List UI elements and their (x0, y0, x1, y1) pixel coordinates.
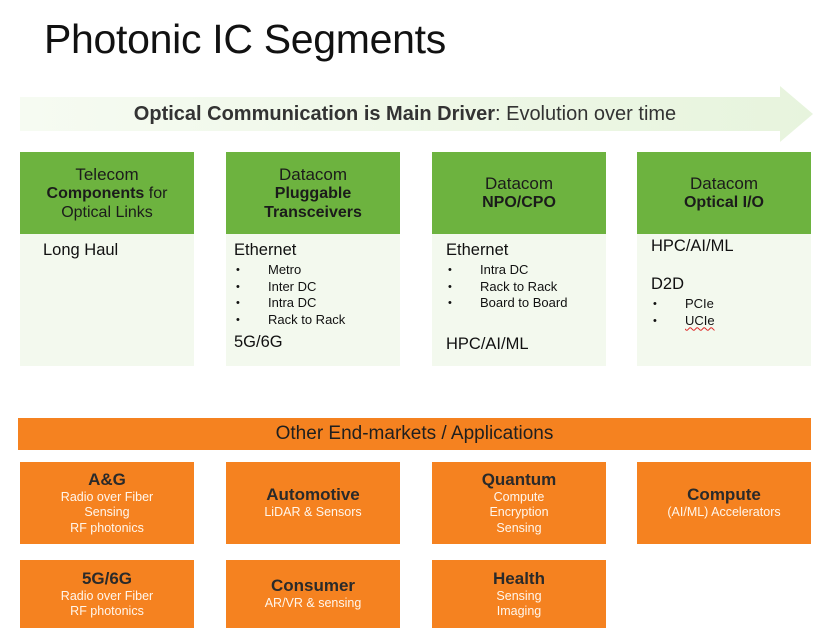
segment-name: Optical I/O (683, 194, 764, 211)
segment-header: Datacom Pluggable Transceivers (226, 152, 400, 234)
segment-application: HPC/AI/ML (651, 237, 734, 255)
market-consumer: Consumer AR/VR & sensing (226, 560, 400, 628)
evolution-arrow: Optical Communication is Main Driver: Ev… (20, 86, 813, 142)
arrow-shape (20, 86, 813, 142)
segment-body: Long Haul (20, 234, 194, 366)
market-title: 5G/6G (81, 568, 133, 588)
market-title: Health (493, 568, 545, 588)
segment-category: Datacom (278, 164, 348, 184)
market-detail: Encryption (489, 505, 549, 520)
market-detail: AR/VR & sensing (264, 596, 362, 611)
market-detail: Radio over Fiber (60, 588, 154, 603)
segment-optical-io: Datacom Optical I/O HPC/AI/ML D2D PCIe U… (637, 152, 811, 366)
driver-text: Optical Communication is Main Driver: Ev… (20, 86, 790, 142)
market-detail: (AI/ML) Accelerators (667, 505, 781, 520)
segment-application: D2D (651, 275, 685, 293)
segment-application: Ethernet (234, 241, 297, 259)
segment-category: Datacom (484, 174, 554, 193)
market-compute: Compute (AI/ML) Accelerators (637, 462, 811, 544)
market-quantum: Quantum Compute Encryption Sensing (432, 462, 606, 544)
segment-name-suffix: for (144, 184, 168, 202)
segment-category: Datacom (689, 174, 759, 193)
segment-category: Telecom (75, 164, 139, 184)
market-detail: LiDAR & Sensors (264, 505, 362, 520)
list-item-text: UCIe (685, 312, 715, 328)
segment-pluggable: Datacom Pluggable Transceivers Ethernet … (226, 152, 400, 366)
bullet-list: Intra DC Rack to Rack Board to Board (446, 262, 598, 312)
segment-header: Datacom NPO/CPO (432, 152, 606, 234)
list-item: Board to Board (446, 295, 598, 312)
list-item: UCIe (651, 313, 803, 330)
market-title: Quantum (481, 469, 557, 489)
list-item: Rack to Rack (446, 279, 598, 296)
segment-npo-cpo: Datacom NPO/CPO Ethernet Intra DC Rack t… (432, 152, 606, 366)
segment-body: Ethernet Intra DC Rack to Rack Board to … (432, 234, 606, 366)
segment-application: Ethernet (446, 241, 509, 259)
segment-application: 5G/6G (234, 333, 283, 351)
market-detail: RF photonics (70, 604, 144, 618)
segment-name-line2: Transceivers (264, 203, 362, 221)
market-ag: A&G Radio over Fiber Sensing RF photonic… (20, 462, 194, 544)
market-5g6g: 5G/6G Radio over Fiber RF photonics (20, 560, 194, 628)
segment-application: Long Haul (43, 241, 119, 259)
segment-name: NPO/CPO (482, 194, 556, 211)
segment-name: Pluggable (274, 184, 352, 202)
page-title: Photonic IC Segments (44, 16, 446, 62)
driver-rest: : Evolution over time (494, 102, 677, 125)
driver-bold: Optical Communication is Main Driver (133, 102, 495, 125)
segment-name: Components (46, 184, 145, 202)
market-detail: Imaging (496, 604, 542, 618)
market-detail: Sensing (496, 520, 542, 535)
list-item: Intra DC (446, 262, 598, 279)
list-item: Rack to Rack (234, 312, 392, 329)
bullet-list: PCIe UCIe (651, 296, 803, 329)
market-detail: RF photonics (70, 520, 144, 535)
market-detail: Sensing (496, 588, 542, 603)
market-health: Health Sensing Imaging (432, 560, 606, 628)
end-markets-banner: Other End-markets / Applications (18, 418, 811, 450)
market-title: Compute (687, 485, 761, 505)
market-title: Automotive (266, 485, 360, 505)
list-item: PCIe (651, 296, 803, 313)
segment-telecom: Telecom Components for Optical Links Lon… (20, 152, 194, 366)
market-automotive: Automotive LiDAR & Sensors (226, 462, 400, 544)
market-detail: Radio over Fiber (60, 489, 154, 504)
segment-subname: Optical Links (61, 203, 153, 221)
segment-body: HPC/AI/ML D2D PCIe UCIe (637, 234, 811, 366)
segment-application: HPC/AI/ML (446, 334, 529, 353)
market-detail: Sensing (84, 505, 130, 520)
list-item: Metro (234, 262, 392, 279)
segment-header: Datacom Optical I/O (637, 152, 811, 234)
segment-body: Ethernet Metro Inter DC Intra DC Rack to… (226, 234, 400, 366)
list-item: Inter DC (234, 279, 392, 296)
list-item: Intra DC (234, 295, 392, 312)
market-detail: Compute (493, 489, 545, 504)
market-title: A&G (88, 469, 126, 489)
segment-header: Telecom Components for Optical Links (20, 152, 194, 234)
bullet-list: Metro Inter DC Intra DC Rack to Rack (234, 262, 392, 328)
market-title: Consumer (270, 576, 356, 596)
